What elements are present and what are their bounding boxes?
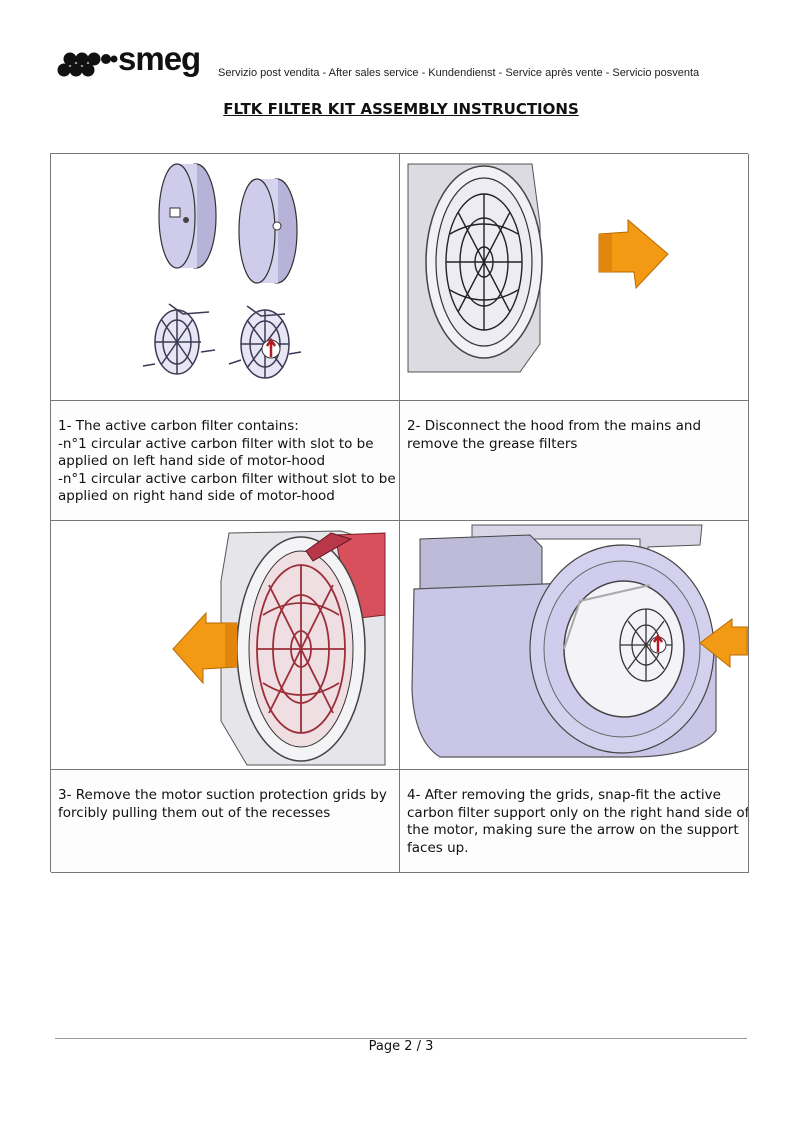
smeg-logo: smeg: [56, 40, 216, 82]
step-2-line: 2- Disconnect the hood from the mains an…: [407, 418, 702, 434]
brand-name: smeg: [118, 40, 201, 77]
footer-divider: [55, 1038, 747, 1039]
page-header: smeg Servizio post vendita - After sales…: [56, 40, 756, 82]
step-2-text: 2- Disconnect the hood from the mains an…: [400, 401, 749, 521]
step-4-text: 4- After removing the grids, snap-fit th…: [400, 770, 749, 873]
step-3-text: 3- Remove the motor suction protection g…: [51, 770, 400, 873]
step-3-image: [51, 521, 400, 770]
step-4-line: carbon filter support only on the right …: [407, 804, 749, 821]
logo-dots-icon: [57, 52, 118, 77]
step-1-line: applied on left hand side of motor-hood: [58, 453, 326, 469]
step-4-line: faces up.: [407, 839, 469, 856]
step-3-line: forcibly pulling them out of the recesse…: [58, 804, 331, 821]
step-1-line: -n°1 circular active carbon filter witho…: [58, 470, 396, 487]
page-number: Page 2 / 3: [368, 1039, 434, 1054]
instruction-table: 1- The active carbon filter contains: -n…: [50, 153, 749, 873]
step-4-line: 4- After removing the grids, snap-fit th…: [407, 787, 721, 803]
step-4-image: [400, 521, 749, 770]
step-3-line: 3- Remove the motor suction protection g…: [58, 787, 387, 803]
step-1-line: -n°1 circular active carbon filter with …: [58, 435, 374, 452]
step-1-line: applied on right hand side of motor-hood: [58, 488, 335, 504]
document-title: FLTK FILTER KIT ASSEMBLY INSTRUCTIONS: [223, 100, 579, 118]
service-line: Servizio post vendita - After sales serv…: [218, 67, 700, 79]
step-2-image: [400, 154, 749, 401]
step-1-text: 1- The active carbon filter contains: -n…: [51, 401, 400, 521]
step-2-line: remove the grease filters: [407, 435, 578, 452]
step-1-line: 1- The active carbon filter contains:: [58, 418, 299, 434]
step-1-image: [51, 154, 400, 401]
step-4-line: the motor, making sure the arrow on the …: [407, 822, 739, 838]
